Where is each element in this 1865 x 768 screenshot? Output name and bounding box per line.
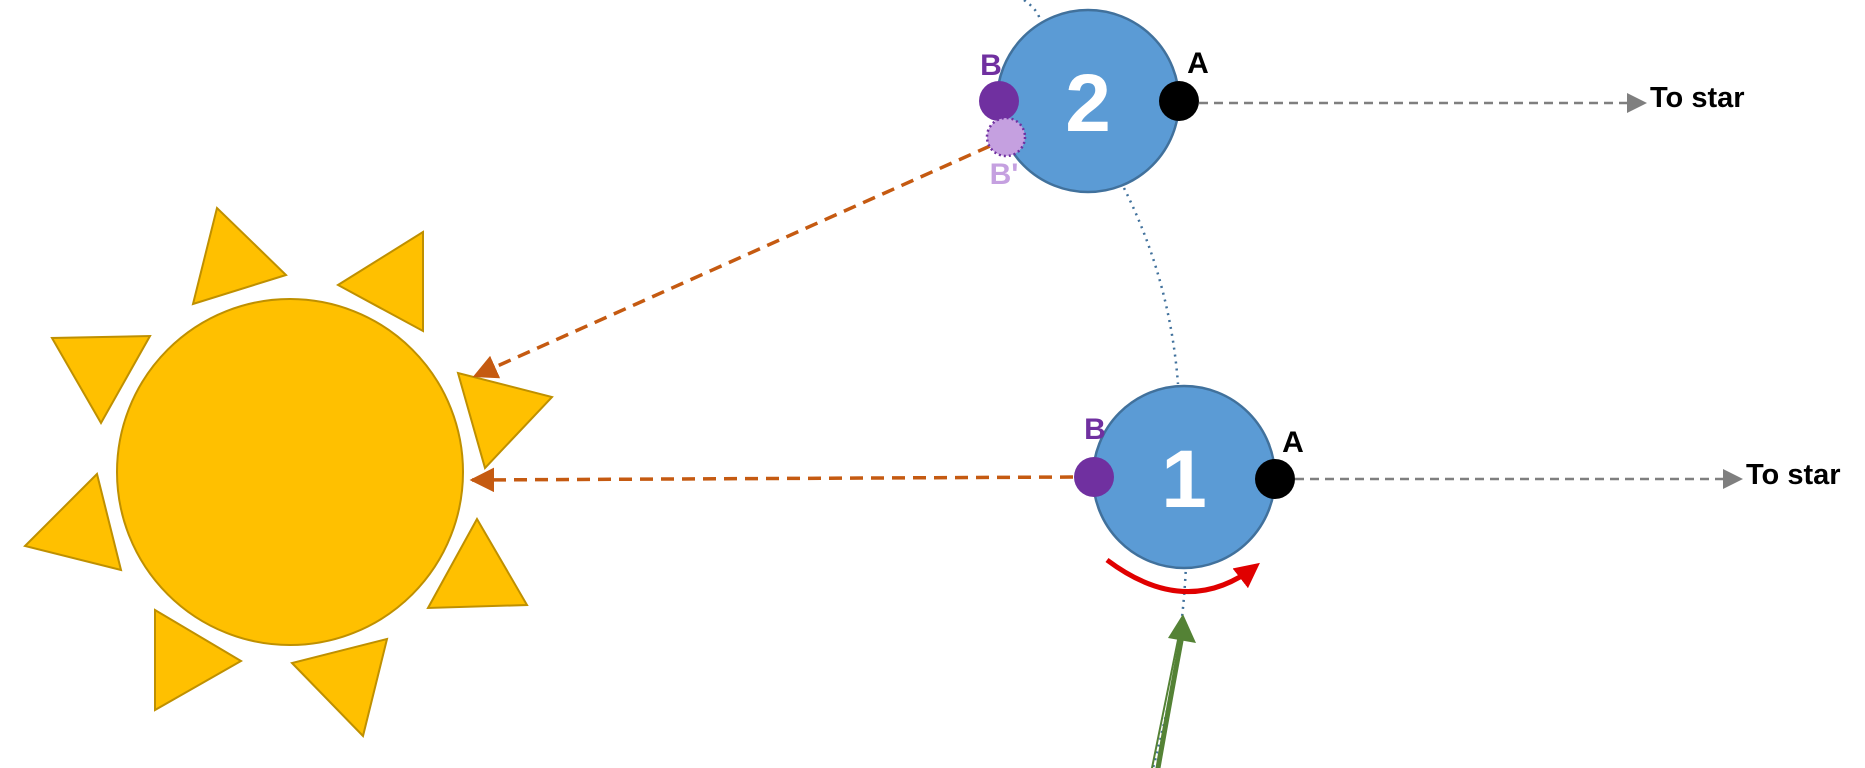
sun-ray [456,371,554,470]
planet-1: 1 A B To star [1074,384,1841,570]
point-b-1 [1074,457,1114,497]
point-a-2-label: A [1187,47,1209,80]
sun-ray [154,608,243,712]
sun-disc [116,298,464,646]
star-direction-2-label: To star [1650,82,1745,114]
curved-arrow-icon [1105,557,1260,594]
planet-1-number: 1 [1161,434,1207,525]
point-b-1-label: B [1084,413,1106,446]
point-b-2-label: B [980,49,1002,82]
sun-direction-arrow-1 [469,467,1074,493]
arrow-up-icon [1151,614,1196,768]
star-direction-1-label: To star [1746,459,1841,491]
planet-2-number: 2 [1065,58,1111,149]
planet-2: 2 A B B' To star [979,8,1745,194]
sun-ray [290,637,389,738]
sun-direction-arrow-2 [472,144,991,379]
point-b-prime-label: B' [990,158,1019,191]
point-a-2 [1159,81,1199,121]
sun-ray [336,230,424,333]
point-b-prime [985,116,1027,158]
point-a-1-label: A [1282,426,1304,459]
point-a-1 [1255,459,1295,499]
sun-ray [23,472,123,572]
sun-ray [426,516,529,610]
sun-ray [191,206,288,306]
sun-icon [23,206,554,738]
point-b-2 [979,81,1019,121]
sun-ray [50,334,152,426]
